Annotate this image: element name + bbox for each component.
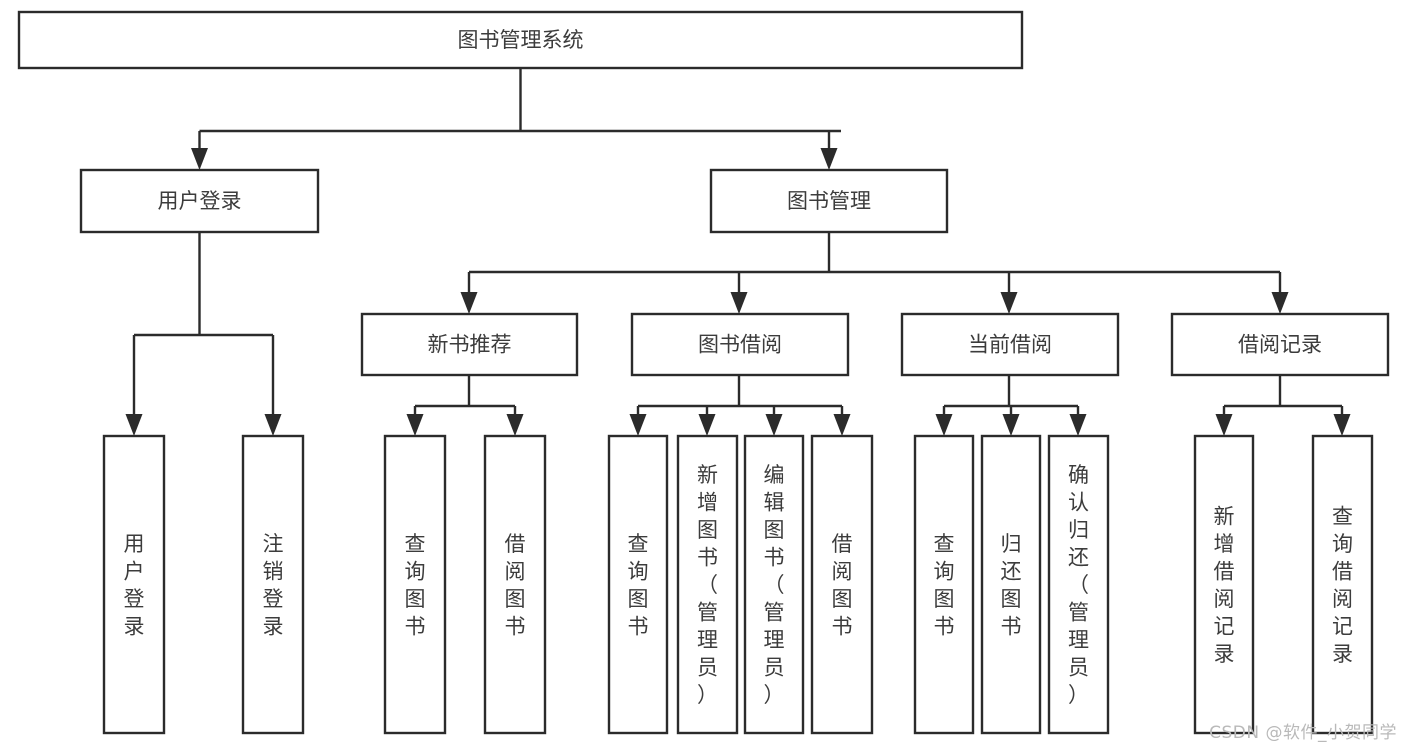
node-box-leaf-add-borrow-record[interactable] bbox=[1193, 434, 1255, 735]
node-leaf-query-book-bb[interactable]: 查询图书 bbox=[607, 434, 669, 735]
node-box-current-borrow[interactable] bbox=[900, 312, 1120, 377]
node-leaf-add-book-admin[interactable]: 新增图书（管理员） bbox=[676, 434, 739, 735]
arrow-leaf-br-2-icon bbox=[1333, 414, 1351, 436]
node-box-root[interactable] bbox=[17, 10, 1024, 70]
arrow-book-borrow-icon bbox=[730, 292, 748, 314]
node-label-leaf-logout: 注销登录 bbox=[263, 532, 284, 639]
arrow-leaf-bb-1-icon bbox=[629, 414, 647, 436]
node-box-leaf-borrow-book-bb[interactable] bbox=[810, 434, 874, 735]
arrow-leaf-cb-3-icon bbox=[1069, 414, 1087, 436]
node-label-leaf-query-book-nbr: 查询图书 bbox=[405, 532, 426, 639]
node-leaf-edit-book-admin[interactable]: 编辑图书（管理员） bbox=[743, 434, 805, 735]
node-user-login[interactable]: 用户登录 bbox=[79, 168, 320, 234]
arrow-layer bbox=[125, 148, 1351, 436]
node-label-leaf-add-book-admin: 新增图书（管理员） bbox=[697, 463, 718, 707]
node-label-new-book-recommend: 新书推荐 bbox=[428, 333, 512, 357]
node-box-leaf-edit-book-admin[interactable] bbox=[743, 434, 805, 735]
node-label-leaf-borrow-book-bb: 借阅图书 bbox=[832, 532, 853, 639]
arrow-leaf-cb-2-icon bbox=[1002, 414, 1020, 436]
node-box-leaf-borrow-book-nbr[interactable] bbox=[483, 434, 547, 735]
node-box-user-login[interactable] bbox=[79, 168, 320, 234]
node-leaf-logout[interactable]: 注销登录 bbox=[241, 434, 305, 735]
node-label-leaf-query-book-cb: 查询图书 bbox=[934, 532, 955, 639]
arrow-leaf-bb-2-icon bbox=[698, 414, 716, 436]
node-leaf-return-book[interactable]: 归还图书 bbox=[980, 434, 1042, 735]
arrow-leaf-nbr-2-icon bbox=[506, 414, 524, 436]
node-borrow-record[interactable]: 借阅记录 bbox=[1170, 312, 1390, 377]
node-box-borrow-record[interactable] bbox=[1170, 312, 1390, 377]
node-label-leaf-user-login: 用户登录 bbox=[124, 532, 145, 639]
node-box-new-book-recommend[interactable] bbox=[360, 312, 579, 377]
node-box-leaf-query-book-nbr[interactable] bbox=[383, 434, 447, 735]
node-box-leaf-add-book-admin[interactable] bbox=[676, 434, 739, 735]
arrow-new-book-icon bbox=[460, 292, 478, 314]
node-leaf-query-borrow-record[interactable]: 查询借阅记录 bbox=[1311, 434, 1374, 735]
node-current-borrow[interactable]: 当前借阅 bbox=[900, 312, 1120, 377]
node-label-leaf-query-book-bb: 查询图书 bbox=[628, 532, 649, 639]
node-box-book-manage[interactable] bbox=[709, 168, 949, 234]
node-label-root: 图书管理系统 bbox=[458, 28, 584, 52]
node-label-user-login: 用户登录 bbox=[158, 189, 242, 213]
arrow-leaf-br-1-icon bbox=[1215, 414, 1233, 436]
node-label-leaf-confirm-return-admin: 确认归还（管理员） bbox=[1068, 463, 1089, 707]
node-layer: 图书管理系统用户登录图书管理新书推荐图书借阅当前借阅借阅记录用户登录注销登录查询… bbox=[17, 10, 1390, 735]
node-leaf-borrow-book-bb[interactable]: 借阅图书 bbox=[810, 434, 874, 735]
node-leaf-query-book-cb[interactable]: 查询图书 bbox=[913, 434, 975, 735]
node-book-manage[interactable]: 图书管理 bbox=[709, 168, 949, 234]
arrow-user-login-icon bbox=[191, 148, 208, 170]
node-label-leaf-add-borrow-record: 新增借阅记录 bbox=[1214, 504, 1235, 666]
node-label-leaf-borrow-book-nbr: 借阅图书 bbox=[505, 532, 526, 639]
node-box-leaf-query-book-cb[interactable] bbox=[913, 434, 975, 735]
arrow-leaf-bb-4-icon bbox=[833, 414, 851, 436]
arrow-leaf-user-login-icon bbox=[125, 414, 143, 436]
node-box-leaf-logout[interactable] bbox=[241, 434, 305, 735]
node-box-leaf-query-book-bb[interactable] bbox=[607, 434, 669, 735]
node-leaf-query-book-nbr[interactable]: 查询图书 bbox=[383, 434, 447, 735]
arrow-borrow-record-icon bbox=[1271, 292, 1289, 314]
node-box-leaf-confirm-return-admin[interactable] bbox=[1047, 434, 1110, 735]
node-label-borrow-record: 借阅记录 bbox=[1238, 333, 1322, 357]
node-leaf-add-borrow-record[interactable]: 新增借阅记录 bbox=[1193, 434, 1255, 735]
node-label-current-borrow: 当前借阅 bbox=[968, 333, 1052, 357]
node-box-leaf-query-borrow-record[interactable] bbox=[1311, 434, 1374, 735]
node-leaf-confirm-return-admin[interactable]: 确认归还（管理员） bbox=[1047, 434, 1110, 735]
node-box-leaf-user-login[interactable] bbox=[102, 434, 166, 735]
arrow-leaf-cb-1-icon bbox=[935, 414, 953, 436]
arrow-current-borrow-icon bbox=[1000, 292, 1018, 314]
node-box-leaf-return-book[interactable] bbox=[980, 434, 1042, 735]
arrow-leaf-logout-icon bbox=[264, 414, 282, 436]
node-label-book-manage: 图书管理 bbox=[787, 189, 871, 213]
node-box-book-borrow[interactable] bbox=[630, 312, 850, 377]
node-label-leaf-edit-book-admin: 编辑图书（管理员） bbox=[764, 463, 785, 707]
arrow-leaf-nbr-1-icon bbox=[406, 414, 424, 436]
arrow-leaf-bb-3-icon bbox=[765, 414, 783, 436]
arrow-book-manage-icon bbox=[820, 148, 838, 170]
node-book-borrow[interactable]: 图书借阅 bbox=[630, 312, 850, 377]
node-leaf-borrow-book-nbr[interactable]: 借阅图书 bbox=[483, 434, 547, 735]
node-root[interactable]: 图书管理系统 bbox=[17, 10, 1024, 70]
node-label-book-borrow: 图书借阅 bbox=[698, 333, 782, 357]
node-label-leaf-return-book: 归还图书 bbox=[1001, 532, 1022, 639]
node-new-book-recommend[interactable]: 新书推荐 bbox=[360, 312, 579, 377]
node-leaf-user-login[interactable]: 用户登录 bbox=[102, 434, 166, 735]
node-label-leaf-query-borrow-record: 查询借阅记录 bbox=[1332, 504, 1353, 666]
